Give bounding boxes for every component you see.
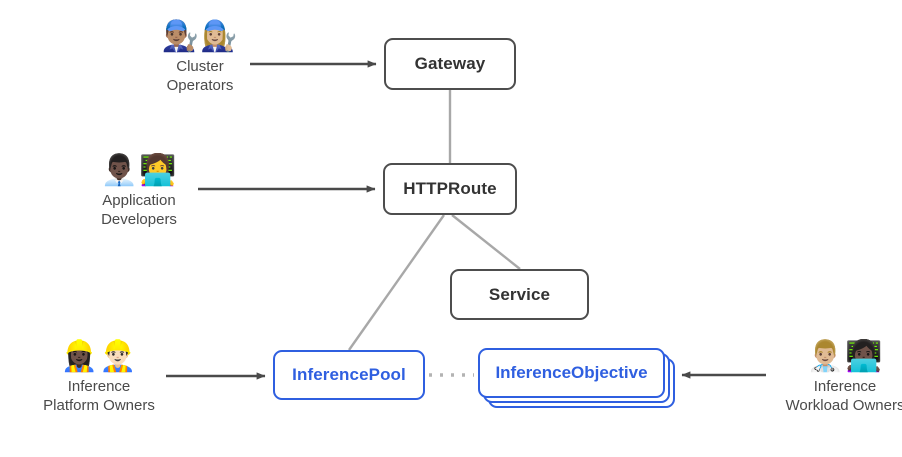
actor-inference-workload-owners-label: Inference Workload Owners (785, 378, 902, 414)
actor-inference-workload-owners: 👨🏼‍⚕️👩🏿‍💻 Inference Workload Owners (760, 338, 902, 415)
node-httproute-label: HTTPRoute (403, 179, 497, 198)
health-worker-technologist-pair-icon: 👨🏼‍⚕️👩🏿‍💻 (806, 339, 884, 374)
actor-application-developers: 👨🏿‍💼👩‍💻 Application Developers (78, 152, 200, 229)
office-worker-technologist-pair-icon: 👨🏿‍💼👩‍💻 (100, 153, 178, 188)
node-service[interactable]: Service (450, 269, 589, 320)
edge-httproute-to-service (451, 214, 521, 270)
actor-application-developers-label: Application Developers (101, 192, 177, 228)
node-httproute[interactable]: HTTPRoute (383, 163, 517, 215)
node-gateway[interactable]: Gateway (384, 38, 516, 90)
actor-inference-platform-owners: 👷🏿‍♀️👷🏻‍♂️ Inference Platform Owners (18, 338, 180, 415)
node-gateway-label: Gateway (414, 54, 486, 73)
construction-workers-pair-icon: 👷🏿‍♀️👷🏻‍♂️ (60, 339, 138, 374)
node-inferencepool[interactable]: InferencePool (273, 350, 425, 400)
stack-layer-front: InferenceObjective (478, 348, 665, 398)
actor-cluster-operators: 👨🏽‍🔧👩🏼‍🔧 Cluster Operators (140, 18, 260, 95)
actor-cluster-operators-label: Cluster Operators (166, 58, 234, 94)
node-service-label: Service (488, 284, 551, 304)
edge-httproute-to-inferencepool (348, 214, 445, 351)
mechanics-pair-icon: 👨🏽‍🔧👩🏼‍🔧 (161, 19, 239, 54)
node-inferenceobjective[interactable]: InferenceObjective (478, 348, 675, 408)
node-inferencepool-label: InferencePool (292, 365, 406, 384)
actor-inference-platform-owners-label: Inference Platform Owners (43, 378, 155, 414)
node-inferenceobjective-label: InferenceObjective (495, 363, 648, 382)
